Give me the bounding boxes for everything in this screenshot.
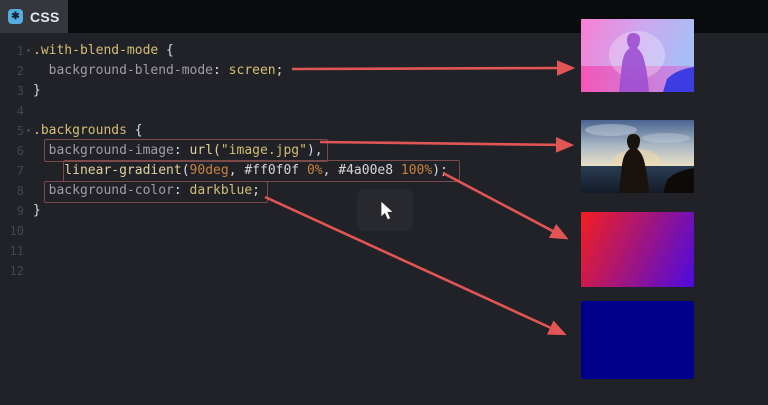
code-text: .backgrounds { bbox=[33, 123, 143, 138]
preview-blend-image bbox=[581, 19, 694, 92]
preview-darkblue bbox=[581, 301, 694, 379]
code-line[interactable]: 2 background-blend-mode: screen; bbox=[0, 61, 575, 81]
rock-silhouette bbox=[663, 67, 694, 92]
person-silhouette bbox=[619, 33, 649, 92]
line-number: 10 bbox=[9, 224, 24, 238]
line-number: 3 bbox=[16, 84, 24, 98]
fold-spacer bbox=[24, 261, 33, 281]
css-code-editor[interactable]: 1▾.with-blend-mode {2 background-blend-m… bbox=[0, 41, 575, 281]
line-number: 8 bbox=[16, 184, 24, 198]
fold-spacer bbox=[24, 141, 33, 161]
code-text: .with-blend-mode { bbox=[33, 43, 174, 58]
fold-spacer bbox=[24, 161, 33, 181]
code-line[interactable]: 3} bbox=[0, 81, 575, 101]
fold-spacer bbox=[24, 201, 33, 221]
cursor-hover-glow bbox=[357, 189, 413, 231]
line-number: 9 bbox=[16, 204, 24, 218]
fold-caret-icon[interactable]: ▾ bbox=[26, 46, 31, 55]
code-text: } bbox=[33, 203, 41, 218]
line-number: 5 bbox=[16, 124, 24, 138]
line-number: 11 bbox=[9, 244, 24, 258]
code-line[interactable]: 8 background-color: darkblue; bbox=[0, 181, 575, 201]
fold-spacer bbox=[24, 61, 33, 81]
line-number: 12 bbox=[9, 264, 24, 278]
code-line[interactable]: 5▾.backgrounds { bbox=[0, 121, 575, 141]
fold-spacer bbox=[24, 241, 33, 261]
code-text: linear-gradient(90deg, #ff0f0f 0%, #4a00… bbox=[33, 163, 448, 178]
code-text: } bbox=[33, 83, 41, 98]
person-silhouette bbox=[619, 134, 649, 193]
css-asterisk-icon: ✱ bbox=[8, 9, 23, 24]
tab-css[interactable]: ✱ CSS bbox=[0, 0, 68, 33]
fold-spacer bbox=[24, 101, 33, 121]
editor-top-bar: ✱ CSS bbox=[0, 0, 768, 33]
preview-gradient bbox=[581, 212, 694, 287]
tab-css-label: CSS bbox=[30, 8, 60, 25]
code-text: background-blend-mode: screen; bbox=[33, 63, 284, 78]
code-line[interactable]: 11 bbox=[0, 241, 575, 261]
preview-original-photo bbox=[581, 120, 694, 193]
code-line[interactable]: 1▾.with-blend-mode { bbox=[0, 41, 575, 61]
code-line[interactable]: 12 bbox=[0, 261, 575, 281]
line-number: 6 bbox=[16, 144, 24, 158]
code-line[interactable]: 4 bbox=[0, 101, 575, 121]
code-line[interactable]: 7 linear-gradient(90deg, #ff0f0f 0%, #4a… bbox=[0, 161, 575, 181]
fold-caret-icon[interactable]: ▾ bbox=[26, 126, 31, 135]
fold-spacer bbox=[24, 81, 33, 101]
line-number: 4 bbox=[16, 104, 24, 118]
code-line[interactable]: 10 bbox=[0, 221, 575, 241]
code-text: background-color: darkblue; bbox=[33, 183, 260, 198]
line-number: 2 bbox=[16, 64, 24, 78]
rock-silhouette bbox=[663, 168, 694, 193]
code-line[interactable]: 6 background-image: url("image.jpg"), bbox=[0, 141, 575, 161]
fold-spacer bbox=[24, 221, 33, 241]
fold-spacer bbox=[24, 181, 33, 201]
line-number: 1 bbox=[16, 44, 24, 58]
code-line[interactable]: 9} bbox=[0, 201, 575, 221]
line-number: 7 bbox=[16, 164, 24, 178]
code-text: background-image: url("image.jpg"), bbox=[33, 143, 323, 158]
